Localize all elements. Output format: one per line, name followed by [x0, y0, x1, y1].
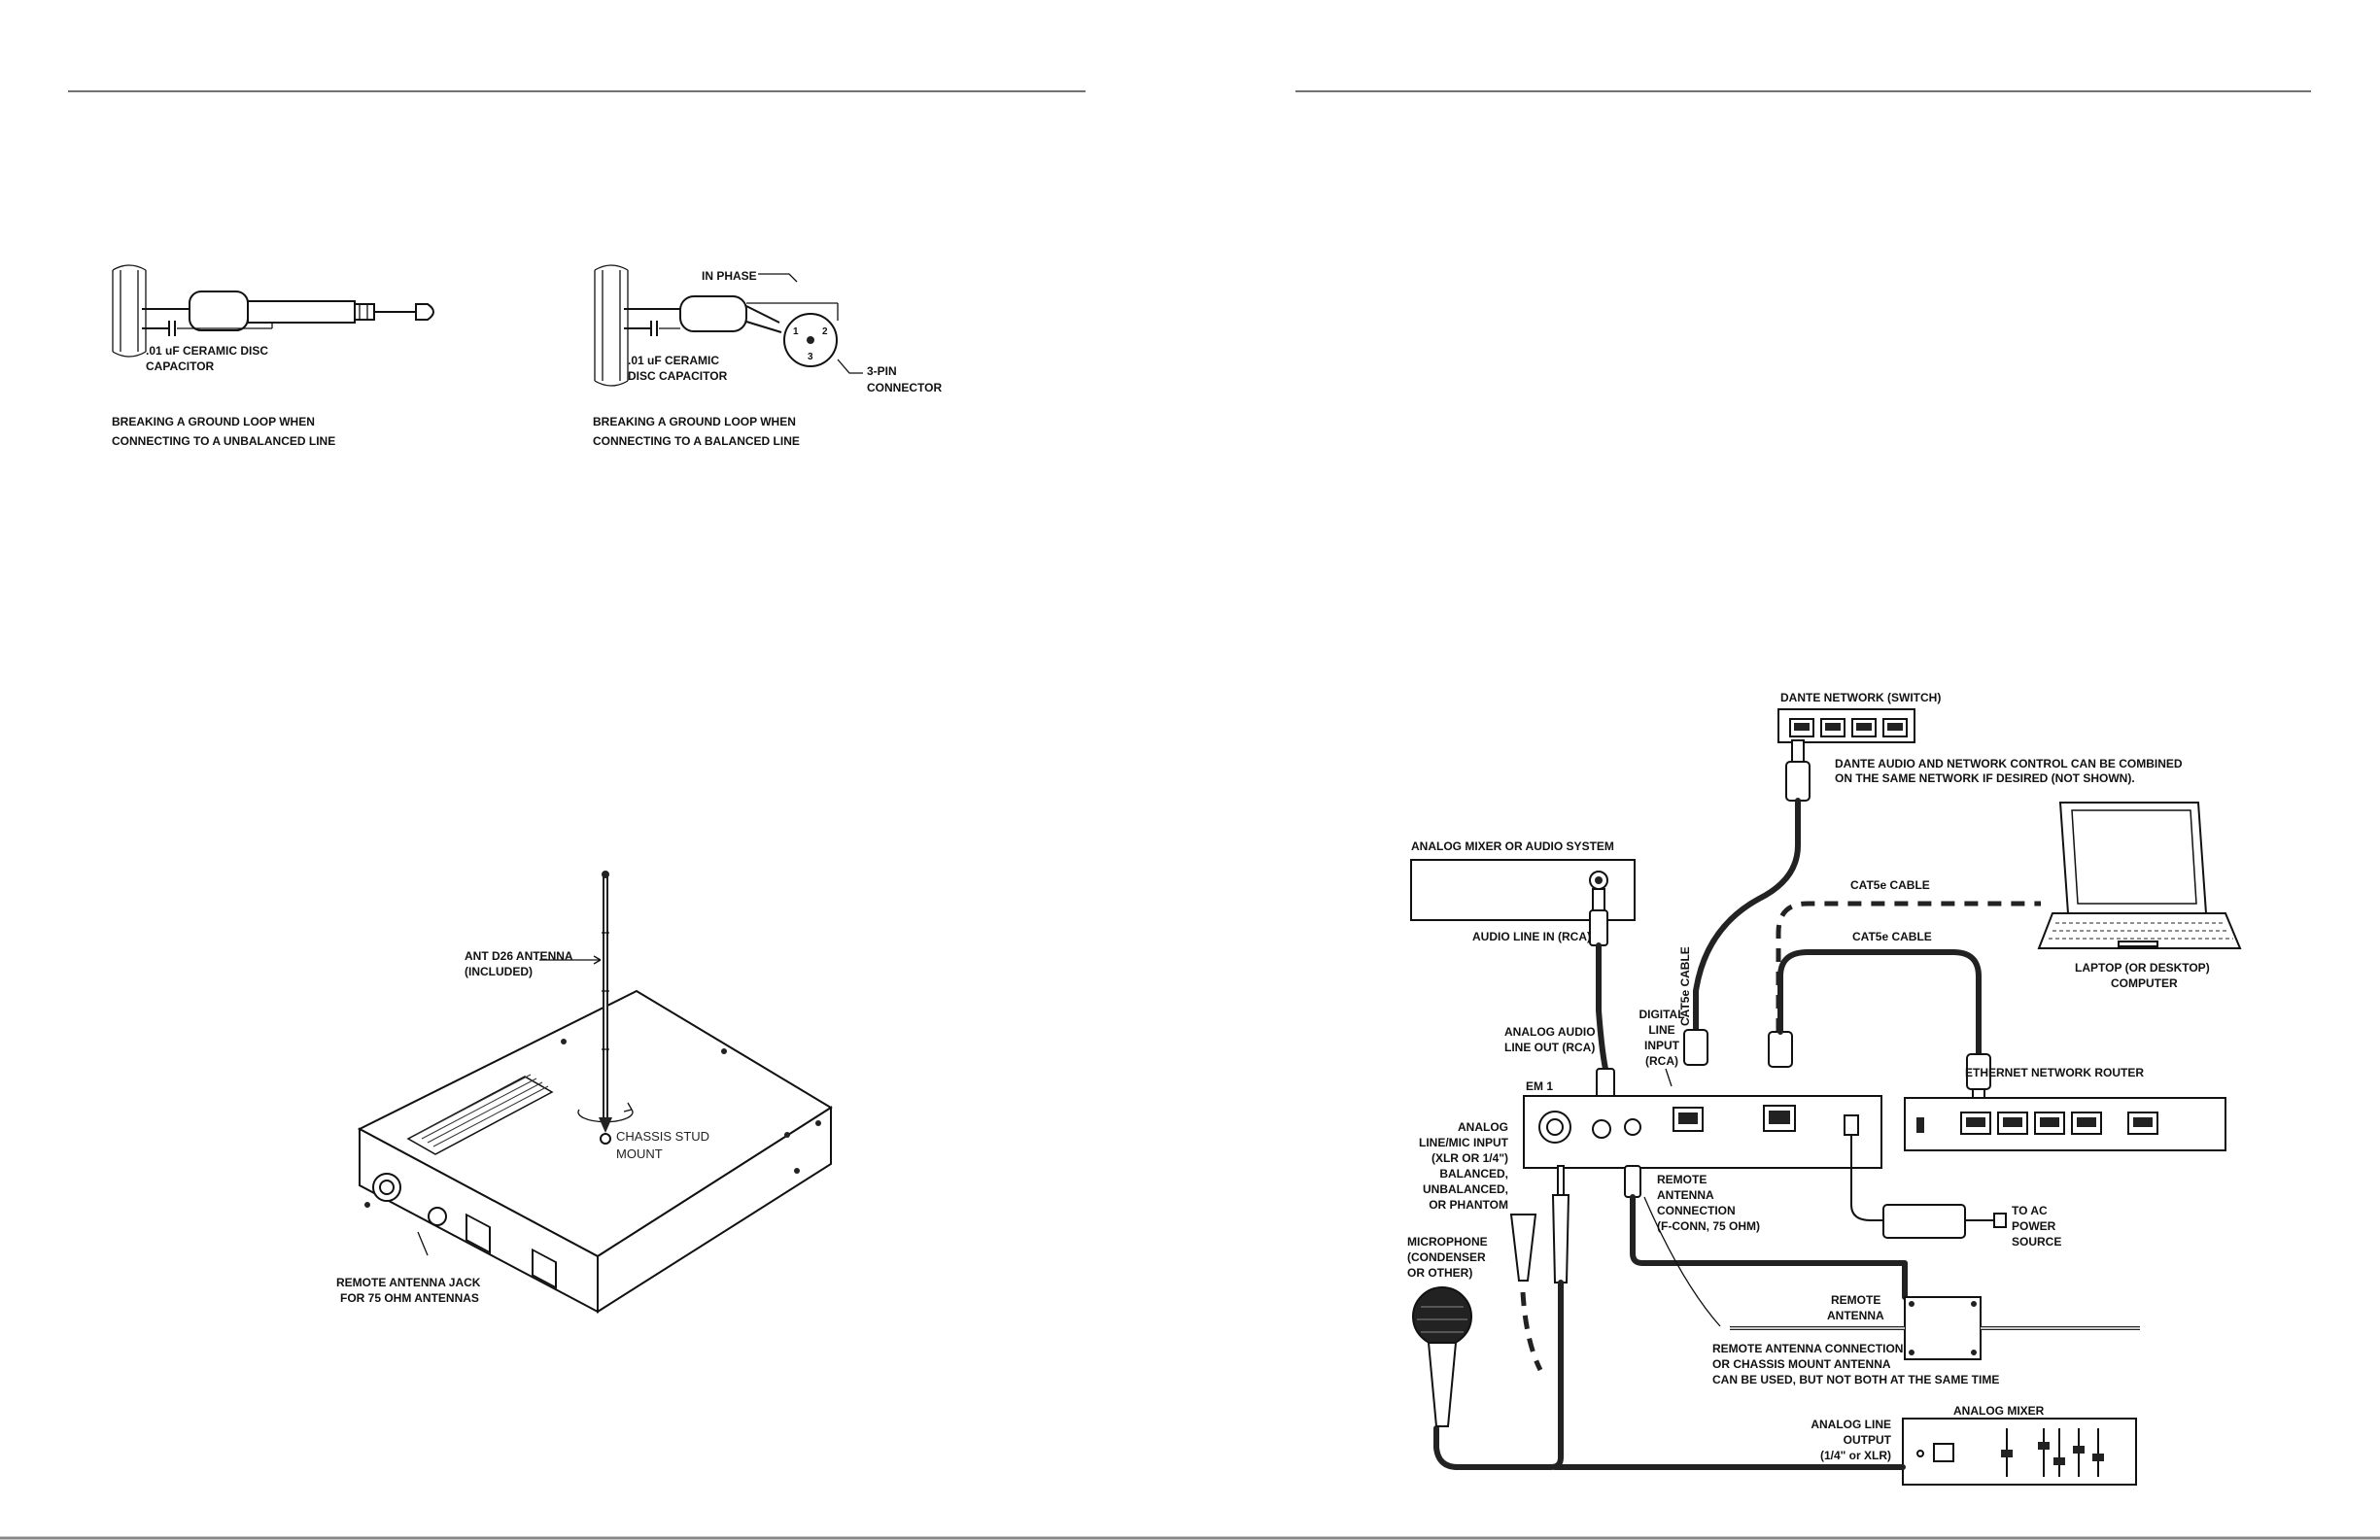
- remote-label-2: ANTENNA: [1657, 1188, 1714, 1202]
- remote-antenna: [1730, 1296, 2140, 1360]
- analog-in-label-1: ANALOG: [1458, 1120, 1508, 1134]
- antenna-note-2: OR CHASSIS MOUNT ANTENNA: [1712, 1357, 1891, 1371]
- cable-bundle: [112, 264, 147, 358]
- cap-label-2: DISC CAPACITOR: [628, 369, 728, 383]
- mic-label-3: OR OTHER): [1407, 1266, 1472, 1280]
- remote-label-4: (F-CONN, 75 OHM): [1657, 1219, 1760, 1233]
- connector-label-1: 3-PIN: [867, 364, 897, 378]
- caption-line-2: CONNECTING TO A UNBALANCED LINE: [112, 434, 335, 448]
- receiver-antenna-figure: ANT D26 ANTENNA (INCLUDED) CHASSIS STUD …: [336, 871, 833, 1314]
- analog-in-label-4: BALANCED,: [1439, 1167, 1508, 1181]
- analog-in-label-3: (XLR OR 1/4"): [1431, 1151, 1508, 1165]
- cat5-vertical-label: CAT5e CABLE: [1678, 946, 1692, 1026]
- dante-switch-label: DANTE NETWORK (SWITCH): [1780, 691, 1941, 704]
- analog-out-cable: [1596, 942, 1608, 1072]
- mixer-out-label-3: (1/4" or XLR): [1820, 1449, 1891, 1462]
- em1-receiver-rear: [1523, 1095, 1882, 1169]
- in-phase-leader: [758, 273, 798, 283]
- cap-label-2: CAPACITOR: [146, 359, 215, 373]
- capacitor-symbol: [155, 321, 273, 336]
- pin-2-label: 2: [822, 326, 828, 337]
- pin-1-label: 1: [793, 326, 799, 337]
- mic-label-2: (CONDENSER: [1407, 1250, 1486, 1264]
- caption-line-2: CONNECTING TO A BALANCED LINE: [593, 434, 800, 448]
- analog-in-label-5: UNBALANCED,: [1423, 1182, 1508, 1196]
- analog-out-label-1: ANALOG AUDIO: [1504, 1025, 1596, 1039]
- unbalanced-ground-loop-figure: .01 uF CERAMIC DISC CAPACITOR BREAKING A…: [112, 264, 434, 448]
- cat5-router-cable: [1777, 949, 1982, 1057]
- cat5-label: CAT5e CABLE: [1852, 930, 1932, 943]
- pin-3-label: 3: [808, 352, 813, 362]
- analog-in-label-2: LINE/MIC INPUT: [1419, 1136, 1509, 1149]
- analog-in-label-6: OR PHANTOM: [1429, 1198, 1508, 1212]
- analog-mixer: [1902, 1418, 2137, 1486]
- digital-label-2: LINE: [1648, 1023, 1674, 1037]
- remote-antenna-cable: [1630, 1194, 1908, 1300]
- cable-bundle: [594, 264, 629, 387]
- in-phase-label: IN PHASE: [702, 269, 757, 283]
- mixer-out-label-2: OUTPUT: [1844, 1433, 1892, 1447]
- laptop-label-2: COMPUTER: [2111, 976, 2178, 990]
- jack-leader: [417, 1231, 429, 1256]
- laptop: [2037, 802, 2242, 949]
- router-label: ETHERNET NETWORK ROUTER: [1965, 1066, 2144, 1079]
- analog-out-label-2: LINE OUT (RCA): [1504, 1041, 1595, 1054]
- jack-label-2: FOR 75 OHM ANTENNAS: [340, 1291, 479, 1305]
- antenna: [577, 871, 634, 1145]
- dashed-cat5-cable: [1776, 901, 2041, 1032]
- caption-line-1: BREAKING A GROUND LOOP WHEN: [112, 415, 315, 428]
- digital-label-1: DIGITAL: [1638, 1008, 1684, 1021]
- front-panel: [364, 1173, 557, 1289]
- mixer-out-label-1: ANALOG LINE: [1811, 1418, 1891, 1431]
- system-connection-diagram: DANTE NETWORK (SWITCH) DANTE AUDIO AND N…: [1407, 691, 2242, 1486]
- antenna-note-3: CAN BE USED, BUT NOT BOTH AT THE SAME TI…: [1712, 1373, 1999, 1386]
- ac-label-1: TO AC: [2012, 1204, 2048, 1217]
- mic-label-1: MICROPHONE: [1407, 1235, 1488, 1249]
- remote-antenna-label-1: REMOTE: [1831, 1293, 1880, 1307]
- balanced-ground-loop-figure: 1 2 3 IN PHASE .01 uF CERAMIC DISC CAPAC…: [593, 264, 942, 448]
- caption-line-1: BREAKING A GROUND LOOP WHEN: [593, 415, 796, 428]
- antenna-note-1: REMOTE ANTENNA CONNECTION: [1712, 1342, 1903, 1355]
- jack-label-1: REMOTE ANTENNA JACK: [336, 1276, 481, 1289]
- cap-label-1: .01 uF CERAMIC DISC: [146, 344, 268, 358]
- dante-note-2: ON THE SAME NETWORK IF DESIRED (NOT SHOW…: [1835, 771, 2135, 785]
- cap-label-1: .01 uF CERAMIC: [628, 354, 719, 367]
- ethernet-router: [1904, 1097, 2226, 1151]
- digital-label-4: (RCA): [1645, 1054, 1678, 1068]
- mixer-label: ANALOG MIXER: [1953, 1404, 2045, 1418]
- xlr-connector: 1 2 3: [783, 313, 838, 367]
- dante-cable: [1693, 798, 1801, 1033]
- stud-label-1: CHASSIS STUD: [616, 1129, 709, 1144]
- laptop-label-1: LAPTOP (OR DESKTOP): [2075, 961, 2210, 975]
- dante-note-1: DANTE AUDIO AND NETWORK CONTROL CAN BE C…: [1835, 757, 2183, 770]
- capacitor-symbol: [636, 321, 680, 336]
- dante-plug: [1791, 739, 1805, 763]
- connector-leader: [837, 359, 863, 374]
- remote-label-3: CONNECTION: [1657, 1204, 1736, 1217]
- microphone: [1412, 1286, 1472, 1427]
- ac-label-2: POWER: [2012, 1219, 2056, 1233]
- remote-antenna-label-2: ANTENNA: [1827, 1309, 1884, 1322]
- digital-label-3: INPUT: [1644, 1039, 1680, 1052]
- antenna-label-2: (INCLUDED): [465, 965, 533, 978]
- dante-switch: [1777, 708, 1915, 743]
- dashed-mic-cable: [1520, 1291, 1543, 1372]
- audio-line-in-label: AUDIO LINE IN (RCA): [1472, 930, 1591, 943]
- antenna-label-1: ANT D26 ANTENNA: [465, 949, 573, 963]
- remote-label-1: REMOTE: [1657, 1173, 1707, 1186]
- analog-system-label: ANALOG MIXER OR AUDIO SYSTEM: [1411, 839, 1614, 853]
- unit-label: EM 1: [1526, 1079, 1553, 1093]
- mixer-input-cable: [1433, 1280, 1564, 1470]
- connector-label-2: CONNECTOR: [867, 381, 942, 394]
- receiver-chassis: [357, 989, 833, 1314]
- stud-label-2: MOUNT: [616, 1146, 663, 1161]
- power-adapter: [1882, 1204, 1966, 1239]
- ac-label-3: SOURCE: [2012, 1235, 2061, 1249]
- quarter-inch-plug: [142, 291, 434, 331]
- quarter-inch-plug: [1551, 1194, 1570, 1283]
- xlr-plug: [1509, 1214, 1537, 1282]
- cat5-dashed-label: CAT5e CABLE: [1850, 878, 1930, 892]
